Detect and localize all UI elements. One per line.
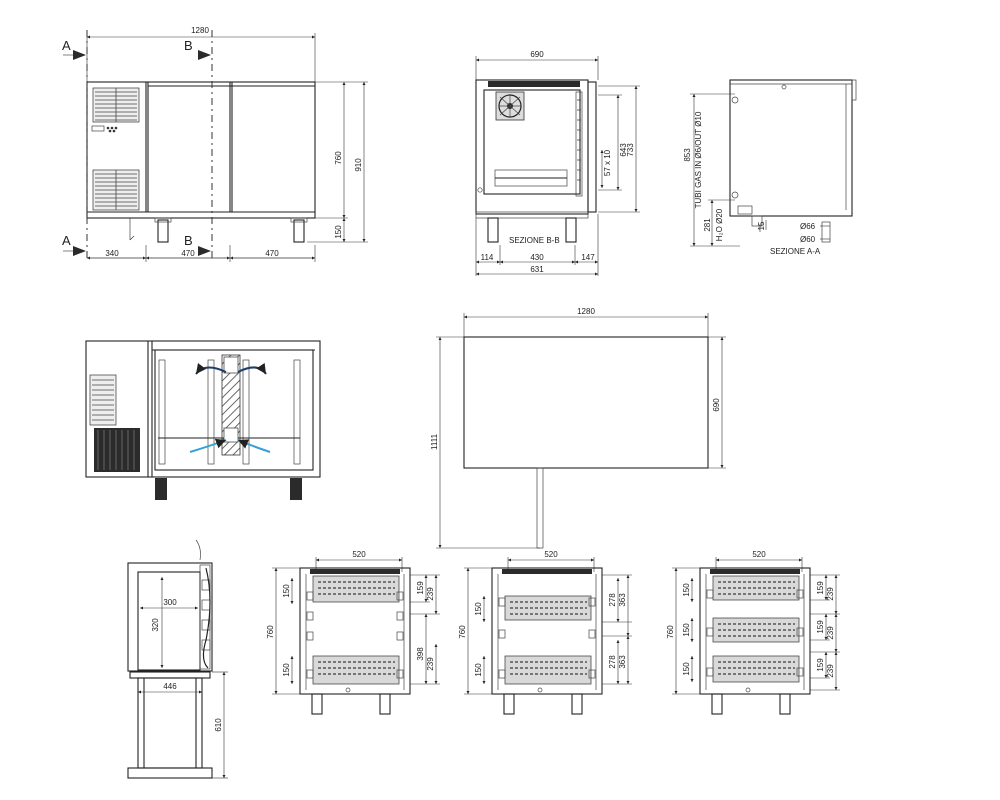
dim-aa-height: 853 xyxy=(683,148,692,162)
dim-c2-b1: 278 xyxy=(608,593,617,607)
section-mark-a-top: A xyxy=(62,38,71,53)
section-mark-b-bottom: B xyxy=(184,233,193,248)
detail-view: 300 320 446 610 xyxy=(127,539,228,779)
leg-right xyxy=(290,478,302,500)
dim-bb-w-right: 147 xyxy=(581,253,595,262)
dim-c3-b3: 159 xyxy=(816,620,825,634)
pipe-extension xyxy=(536,467,544,549)
airflow-out-left-arrow xyxy=(195,363,227,375)
dim-detail-w-base: 446 xyxy=(163,682,177,691)
dim-detail-h-base: 610 xyxy=(214,718,223,732)
dim-bb-h-outer: 733 xyxy=(626,143,635,157)
dim-bb-width-top: 690 xyxy=(530,50,544,59)
section-mark-a-bottom: A xyxy=(62,233,71,248)
gas-pipes-label: TUBI GAS IN Ø6/OUT Ø10 xyxy=(694,111,703,208)
dim-c3-b1: 159 xyxy=(816,581,825,595)
dim-c1-b1: 159 xyxy=(416,581,425,595)
leg-2 xyxy=(293,219,305,243)
dim-aa-d-outer: Ø66 xyxy=(800,222,816,231)
dim-c3-a2: 150 xyxy=(682,623,691,637)
dim-aa-small: 15 xyxy=(757,221,766,230)
dim-height-total: 910 xyxy=(354,158,363,172)
dim-width-total: 1280 xyxy=(191,26,209,35)
airflow-in-left-arrow xyxy=(189,438,227,453)
dim-c3-b4: 239 xyxy=(826,626,835,640)
dim-c1-height: 760 xyxy=(266,625,275,639)
dim-c3-a3: 150 xyxy=(682,662,691,676)
dim-c1-a2: 150 xyxy=(282,663,291,677)
section-bb-view: 690 SEZIONE B-B 57 x 10 xyxy=(475,50,640,276)
dim-c1-width: 520 xyxy=(352,550,366,559)
dim-c2-a2: 150 xyxy=(474,663,483,677)
dim-bb-slot: 57 x 10 xyxy=(603,149,612,176)
section-mark-b-top: B xyxy=(184,38,193,53)
dim-aa-d-inner: Ø60 xyxy=(800,235,816,244)
dim-c3-b5: 159 xyxy=(816,658,825,672)
dim-c2-b2: 363 xyxy=(618,593,627,607)
dim-c2-b4: 363 xyxy=(618,655,627,669)
dim-c2-width: 520 xyxy=(544,550,558,559)
water-inlet-label: H₂O Ø20 xyxy=(715,208,724,241)
dim-seg-2: 470 xyxy=(181,249,195,258)
interior-airflow-view xyxy=(85,340,321,500)
top-view: 1280 690 1111 xyxy=(430,307,726,549)
section-aa-title: SEZIONE A-A xyxy=(770,247,821,256)
dim-c3-b6: 239 xyxy=(826,664,835,678)
dim-c1-b2: 239 xyxy=(426,587,435,601)
dim-c3-b2: 239 xyxy=(826,587,835,601)
dim-detail-h-inner: 320 xyxy=(151,618,160,632)
dim-c1-a1: 150 xyxy=(282,584,291,598)
dim-bb-w-mid: 430 xyxy=(530,253,544,262)
section-bb-title: SEZIONE B-B xyxy=(509,236,560,245)
compressor-unit xyxy=(94,428,140,472)
drawer-config-2: 520 760 150 150 278 xyxy=(458,550,632,715)
airflow-in-right-arrow xyxy=(237,439,271,453)
dim-height-body: 760 xyxy=(334,151,343,165)
dim-c2-a1: 150 xyxy=(474,602,483,616)
dim-c2-height: 760 xyxy=(458,625,467,639)
airflow-out-right-arrow xyxy=(237,362,267,375)
drawer-1-bottom xyxy=(312,655,400,685)
dim-seg-1: 340 xyxy=(105,249,119,258)
dim-top-length: 1111 xyxy=(430,433,439,450)
front-view: 1280 xyxy=(62,26,368,262)
dim-seg-3: 470 xyxy=(265,249,279,258)
dim-c3-width: 520 xyxy=(752,550,766,559)
worktop-outline xyxy=(463,336,709,469)
dim-top-depth: 690 xyxy=(712,398,721,412)
leg-1 xyxy=(157,219,169,243)
dim-c3-a1: 150 xyxy=(682,583,691,597)
drawer-config-3: 520 760 150 150 150 xyxy=(666,550,840,715)
section-aa-view: 853 TUBI GAS IN Ø6/OUT Ø10 281 H₂O Ø20 1… xyxy=(683,79,857,256)
dim-bb-w-left: 114 xyxy=(481,253,494,262)
dim-bb-h-inner: 643 xyxy=(619,143,628,157)
dim-c1-b4: 239 xyxy=(426,657,435,671)
dim-c3-height: 760 xyxy=(666,625,675,639)
dim-height-legs: 150 xyxy=(334,225,343,239)
dim-top-width: 1280 xyxy=(577,307,595,316)
drawer-config-1: 520 760 150 150 159 xyxy=(266,550,440,715)
leg-left xyxy=(155,478,167,500)
drawer-1-top xyxy=(312,575,400,603)
dim-c1-b3: 398 xyxy=(416,647,425,661)
drawer-2-bottom xyxy=(504,655,592,685)
drawer-3-bottom xyxy=(712,655,800,683)
dim-aa-water-height: 281 xyxy=(703,218,712,232)
control-display xyxy=(91,125,105,132)
dim-bb-w-total: 631 xyxy=(530,265,544,274)
dim-c2-b3: 278 xyxy=(608,655,617,669)
dim-detail-w-inner: 300 xyxy=(163,598,177,607)
